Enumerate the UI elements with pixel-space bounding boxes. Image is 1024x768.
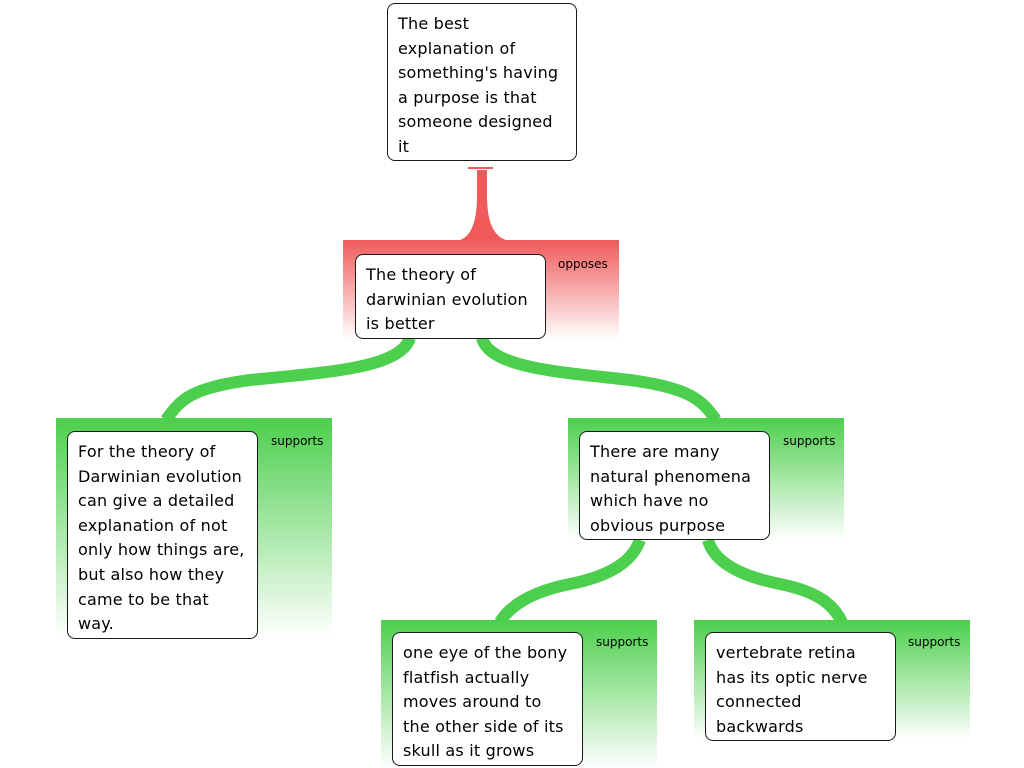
claim-vertebrate-retina[interactable]: vertebrate retina has its optic nerve co…: [705, 632, 896, 741]
opposes-stem: [460, 170, 506, 240]
supports-label-phenomena: supports: [783, 434, 836, 448]
supports-connector-retina: [702, 537, 848, 625]
claim-detailed-explanation[interactable]: For the theory of Darwinian evolution ca…: [67, 431, 258, 639]
opposes-label: opposes: [558, 257, 608, 271]
supports-connector-phenomena: [476, 335, 721, 424]
supports-label-detail: supports: [271, 434, 324, 448]
claim-natural-phenomena[interactable]: There are many natural phenomena which h…: [579, 431, 770, 540]
supports-label-flatfish: supports: [596, 635, 649, 649]
claim-root[interactable]: The best explanation of something's havi…: [387, 3, 577, 161]
supports-connector-detail: [161, 335, 416, 424]
supports-connector-flatfish: [494, 537, 646, 626]
claim-flatfish-eye[interactable]: one eye of the bony flatfish actually mo…: [392, 632, 583, 766]
opposes-marker: [468, 167, 493, 169]
supports-label-retina: supports: [908, 635, 961, 649]
claim-darwinian-evolution[interactable]: The theory of darwinian evolution is bet…: [355, 254, 546, 339]
